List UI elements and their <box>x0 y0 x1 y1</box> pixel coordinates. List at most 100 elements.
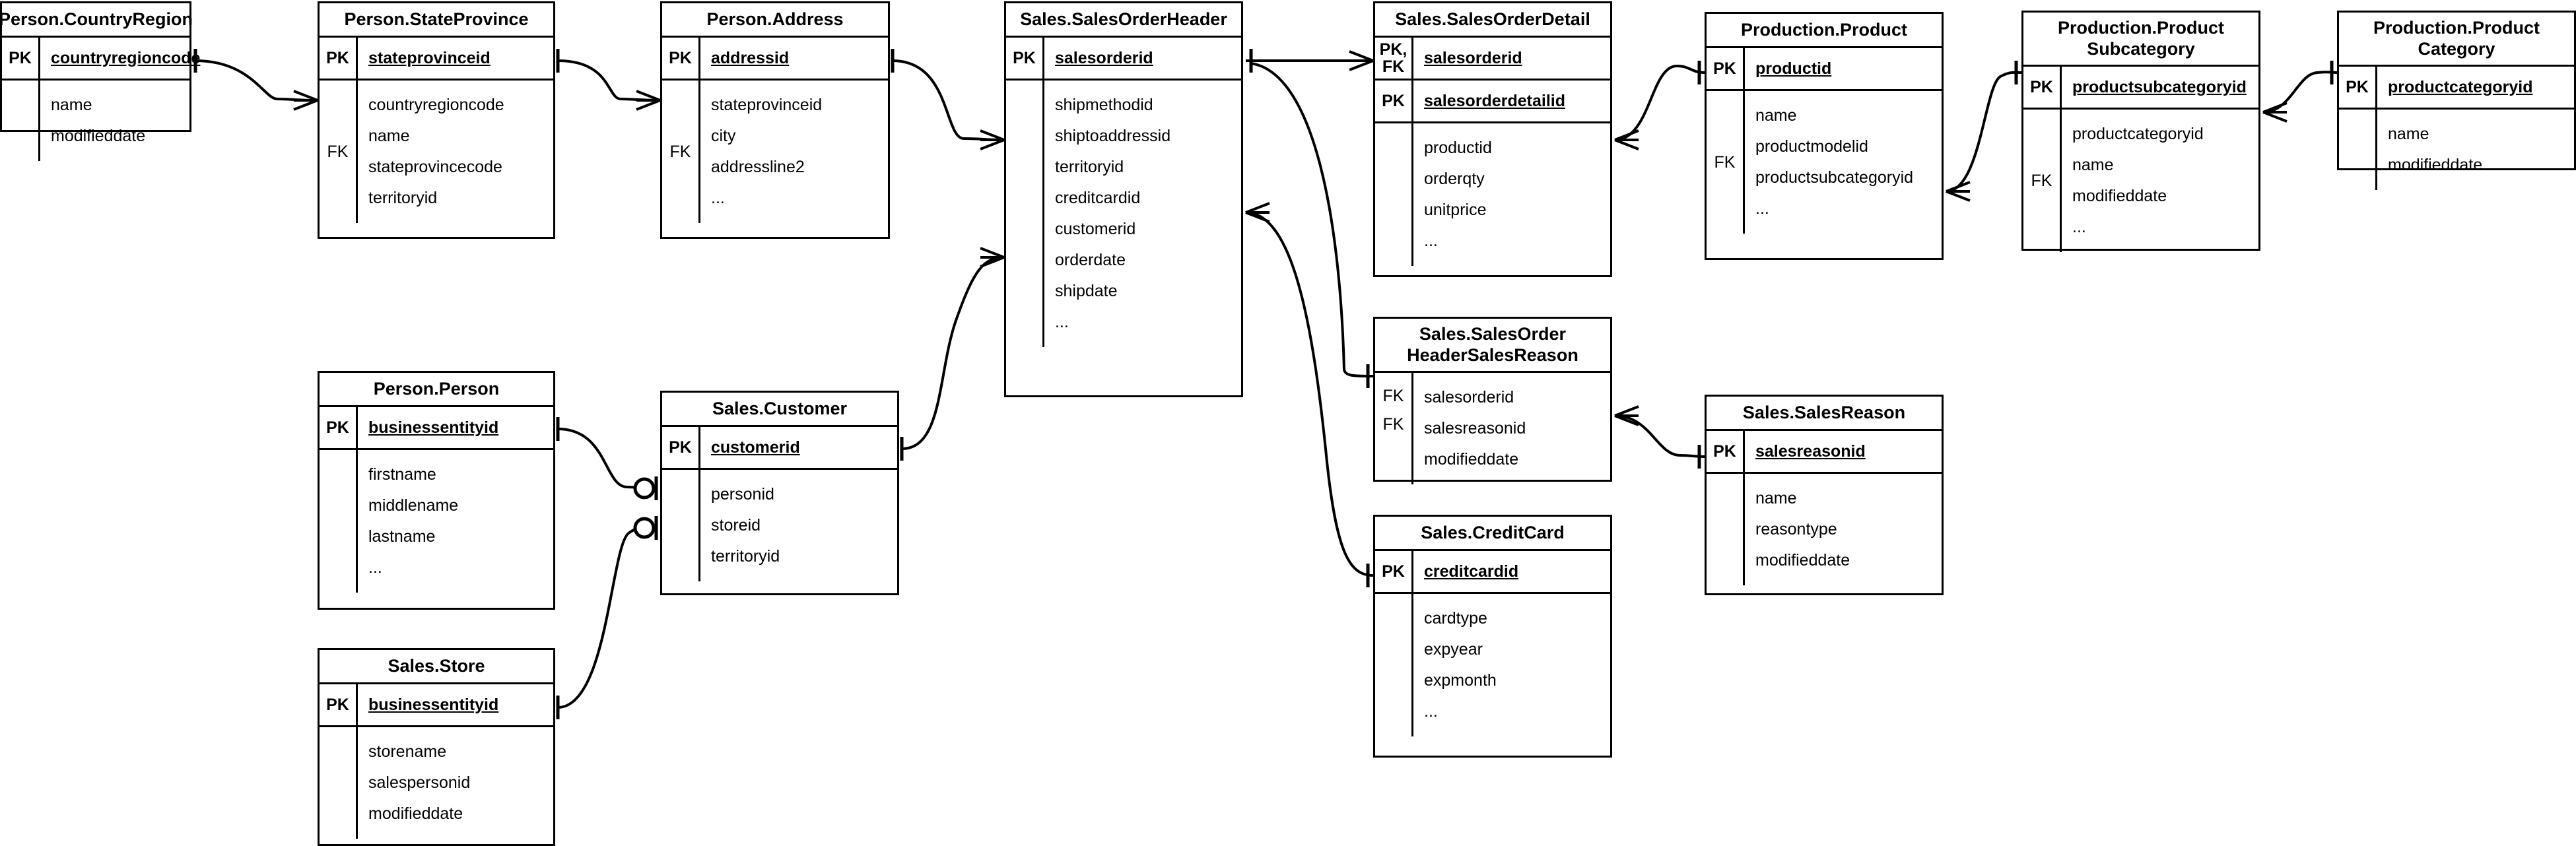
pk-field-wrap: creditcardid <box>1413 551 1610 592</box>
key-label-pk: PK <box>1375 551 1413 592</box>
field-name: name <box>2072 156 2114 174</box>
entity-title: Production.Product <box>1707 14 1942 48</box>
relation-address-salesorderheader <box>891 49 1005 150</box>
pk-field-wrap: salesorderid <box>1044 38 1241 79</box>
key-token: PK <box>1713 59 1736 78</box>
key-label-fk <box>1707 474 1745 585</box>
field-name: unitprice <box>1424 201 1487 219</box>
field-name: expyear <box>1424 640 1483 659</box>
relation-countryregion-stateprovince <box>193 49 318 111</box>
field-name: stateprovincecode <box>368 158 502 176</box>
field-name: ... <box>2072 218 2086 236</box>
entity-title: Person.CountryRegion <box>0 3 193 38</box>
field-name: name <box>368 127 410 145</box>
field-name: modifieddate <box>1755 551 1850 569</box>
field-name: salesreasonid <box>1424 419 1526 438</box>
key-token: PK <box>1382 562 1405 581</box>
key-label-fk <box>320 450 358 593</box>
entity-title: Person.Person <box>320 373 553 407</box>
field-name: ... <box>368 558 382 577</box>
key-label-pk: PK <box>662 38 700 79</box>
field-name: name <box>51 96 92 114</box>
key-label-fk <box>1375 123 1413 266</box>
field-name: name <box>1755 106 1797 125</box>
key-token: PK <box>669 48 692 67</box>
field-name: ... <box>1424 232 1438 250</box>
field-name: salespersonid <box>368 773 471 792</box>
field-name-pk: productsubcategoryid <box>2072 77 2247 96</box>
field-name: modifieddate <box>368 804 463 823</box>
entity-title: Sales.CreditCard <box>1375 517 1610 551</box>
field-name: productsubcategoryid <box>1755 168 1914 187</box>
pk-section: PK salesreasonid <box>1707 431 1942 472</box>
key-label-pk: PK <box>2 38 40 79</box>
entity-title: Sales.Customer <box>662 393 897 427</box>
key-label-pk: PK <box>320 684 358 725</box>
field-name-pk: salesreasonid <box>1755 441 1866 461</box>
field-name: middlename <box>368 496 459 515</box>
field-name: orderdate <box>1055 251 1126 269</box>
relation-person-customer <box>556 417 658 500</box>
field-name: productmodelid <box>1755 137 1868 156</box>
relation-salesorderheader-creditcard <box>1245 202 1374 587</box>
key-label-fk: FK <box>320 81 358 223</box>
key-token: PK <box>1013 48 1036 67</box>
field-name: personid <box>711 485 774 504</box>
field-name-pk: customerid <box>711 438 800 457</box>
field-name: modifieddate <box>2388 156 2483 174</box>
field-name: name <box>1755 489 1797 507</box>
key-token: PK <box>1713 441 1736 461</box>
entity-title: Sales.SalesOrderDetail <box>1375 3 1610 38</box>
field-name: modifieddate <box>51 127 146 145</box>
key-label-pk: PK <box>1707 48 1745 89</box>
field-name: productcategoryid <box>2072 125 2204 143</box>
key-label-pk: PK,FK <box>1375 38 1413 79</box>
field-name: stateprovinceid <box>711 96 823 114</box>
pk-field-wrap: countryregioncode <box>40 38 200 79</box>
field-name-pk: countryregioncode <box>51 48 201 67</box>
key-token: PK <box>1382 91 1405 110</box>
key-label-fk <box>662 470 700 581</box>
key-label-pk: PK <box>1375 81 1413 121</box>
pk-field-wrap: salesorderid <box>1413 38 1610 79</box>
field-name: shiptoaddressid <box>1055 127 1171 145</box>
field-name: shipmethodid <box>1055 96 1153 114</box>
relation-salesorderheadersalesreason-salesreason <box>1614 405 1705 469</box>
pk-section: PK addressid <box>662 38 888 79</box>
key-label-fk <box>1006 81 1044 347</box>
field-name-pk: businessentityid <box>368 695 499 714</box>
field-name: ... <box>1424 702 1438 721</box>
field-name-pk: salesorderid <box>1055 48 1153 67</box>
entity-title: Sales.Store <box>320 650 553 684</box>
pk-field-wrap: stateprovinceid <box>358 38 553 79</box>
pk-field-wrap: addressid <box>700 38 888 79</box>
key-token: PK <box>326 48 349 67</box>
key-label-fk: FK <box>662 81 700 223</box>
field-name-pk: salesorderid <box>1424 48 1522 67</box>
